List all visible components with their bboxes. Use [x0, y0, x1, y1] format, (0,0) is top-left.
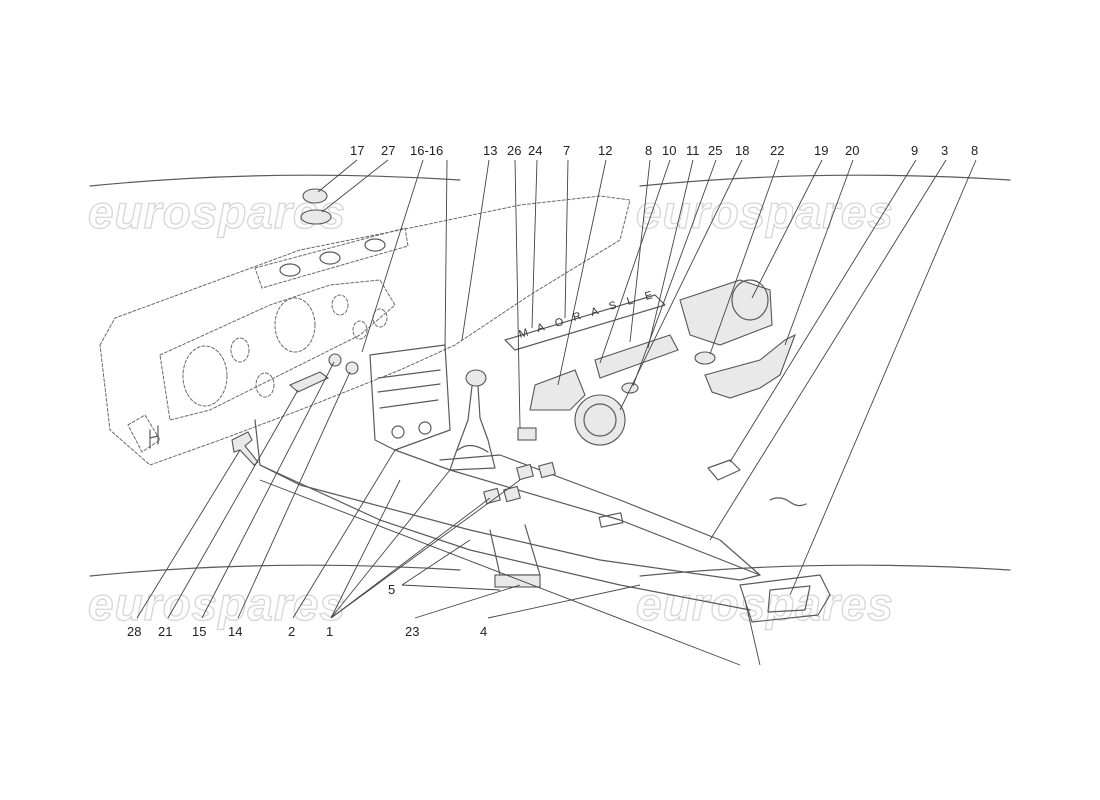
- gauge-small: [331, 294, 349, 316]
- callout-9: 9: [911, 143, 918, 158]
- part-21-lever: [288, 371, 330, 393]
- callout-17: 17: [350, 143, 364, 158]
- callout-19: 19: [814, 143, 828, 158]
- air-vent: [279, 263, 301, 277]
- callout-13: 13: [483, 143, 497, 158]
- callout-12: 12: [598, 143, 612, 158]
- part-14-knob: [345, 361, 359, 375]
- callout-7: 7: [563, 143, 570, 158]
- badge-letter: R: [572, 310, 583, 324]
- part-19-column-shroud: [679, 279, 773, 346]
- callout-22: 22: [770, 143, 784, 158]
- callout-8b: 8: [971, 143, 978, 158]
- dashboard-panel: [99, 195, 631, 466]
- badge-letter: A: [590, 305, 601, 319]
- console-switch: [538, 461, 556, 479]
- badge-letter: E: [644, 289, 654, 303]
- watermark-bottom-right: eurospares: [636, 578, 894, 630]
- part-18-horn-disc: [574, 394, 626, 446]
- watermark-top-left: eurospares: [88, 186, 346, 238]
- radio-panel: [369, 344, 451, 451]
- callout-3: 3: [941, 143, 948, 158]
- callout-4: 4: [480, 624, 487, 639]
- air-vent: [364, 238, 386, 252]
- callout-16-16: 16-16: [410, 143, 443, 158]
- badge-letter: L: [626, 295, 635, 308]
- callouts-top: 17 27 16-16 13 26 24 7 12 8 10 11 25 18 …: [350, 143, 978, 158]
- callout-21: 21: [158, 624, 172, 639]
- part-22-grommet: [694, 351, 716, 365]
- leader-lines: [136, 159, 977, 666]
- rear-tray: [739, 574, 831, 623]
- callout-27: 27: [381, 143, 395, 158]
- part-17-knob: [302, 188, 328, 204]
- side-switch: [127, 414, 161, 453]
- callout-18: 18: [735, 143, 749, 158]
- part-27-ring: [300, 209, 332, 225]
- loose-parts: M A O R A S L E: [231, 279, 807, 507]
- watermark-swoosh: [639, 174, 1011, 187]
- h-switch: [149, 425, 159, 449]
- console-switch: [516, 463, 534, 481]
- gauge-small: [230, 337, 250, 363]
- callout-25: 25: [708, 143, 722, 158]
- callout-11: 11: [686, 143, 700, 158]
- wire: [769, 497, 807, 507]
- watermark-swoosh: [89, 174, 461, 187]
- callout-1: 1: [326, 624, 333, 639]
- part-10-plate: [594, 334, 679, 379]
- gauge-small: [255, 372, 275, 398]
- badge-letter: M: [518, 327, 530, 341]
- badge-letter: S: [608, 299, 618, 313]
- watermark-bottom-left: eurospares: [88, 578, 346, 630]
- badge-letter: A: [536, 321, 547, 335]
- gear-knob: [465, 369, 487, 387]
- callout-28: 28: [127, 624, 141, 639]
- callout-5: 5: [388, 582, 395, 597]
- watermark-group: eurospares eurospares eurospares eurospa…: [87, 174, 1011, 631]
- callout-20: 20: [845, 143, 859, 158]
- handbrake-lever: [489, 524, 541, 576]
- part-7-badge: [504, 294, 666, 351]
- gauge-tachometer: [182, 345, 228, 407]
- ashtray-clip: [707, 459, 741, 481]
- part-12-bracket: [529, 369, 586, 411]
- watermark-swoosh: [89, 564, 461, 577]
- part-28-key: [231, 431, 259, 466]
- callout-24: 24: [528, 143, 542, 158]
- callout-14: 14: [228, 624, 242, 639]
- callouts-bottom: 28 21 15 14 2 1 23 4 5: [127, 582, 487, 639]
- callout-15: 15: [192, 624, 206, 639]
- callout-26: 26: [507, 143, 521, 158]
- badge-letter: O: [554, 316, 566, 330]
- watermark-swoosh: [639, 564, 1011, 577]
- callout-2: 2: [288, 624, 295, 639]
- part-20-cover: [704, 333, 797, 399]
- air-vent-strip: [254, 227, 409, 289]
- part-25-clip: [621, 382, 639, 394]
- gear-boot: [449, 385, 496, 471]
- console-switch: [503, 485, 521, 503]
- gauge-small: [352, 320, 368, 340]
- part-15-knob: [328, 353, 342, 367]
- part-26-switch: [517, 427, 537, 441]
- watermark-top-right: eurospares: [636, 186, 894, 238]
- callout-8: 8: [645, 143, 652, 158]
- callout-23: 23: [405, 624, 419, 639]
- air-vent: [319, 251, 341, 265]
- callout-10: 10: [662, 143, 676, 158]
- gauge-speedometer: [274, 297, 316, 353]
